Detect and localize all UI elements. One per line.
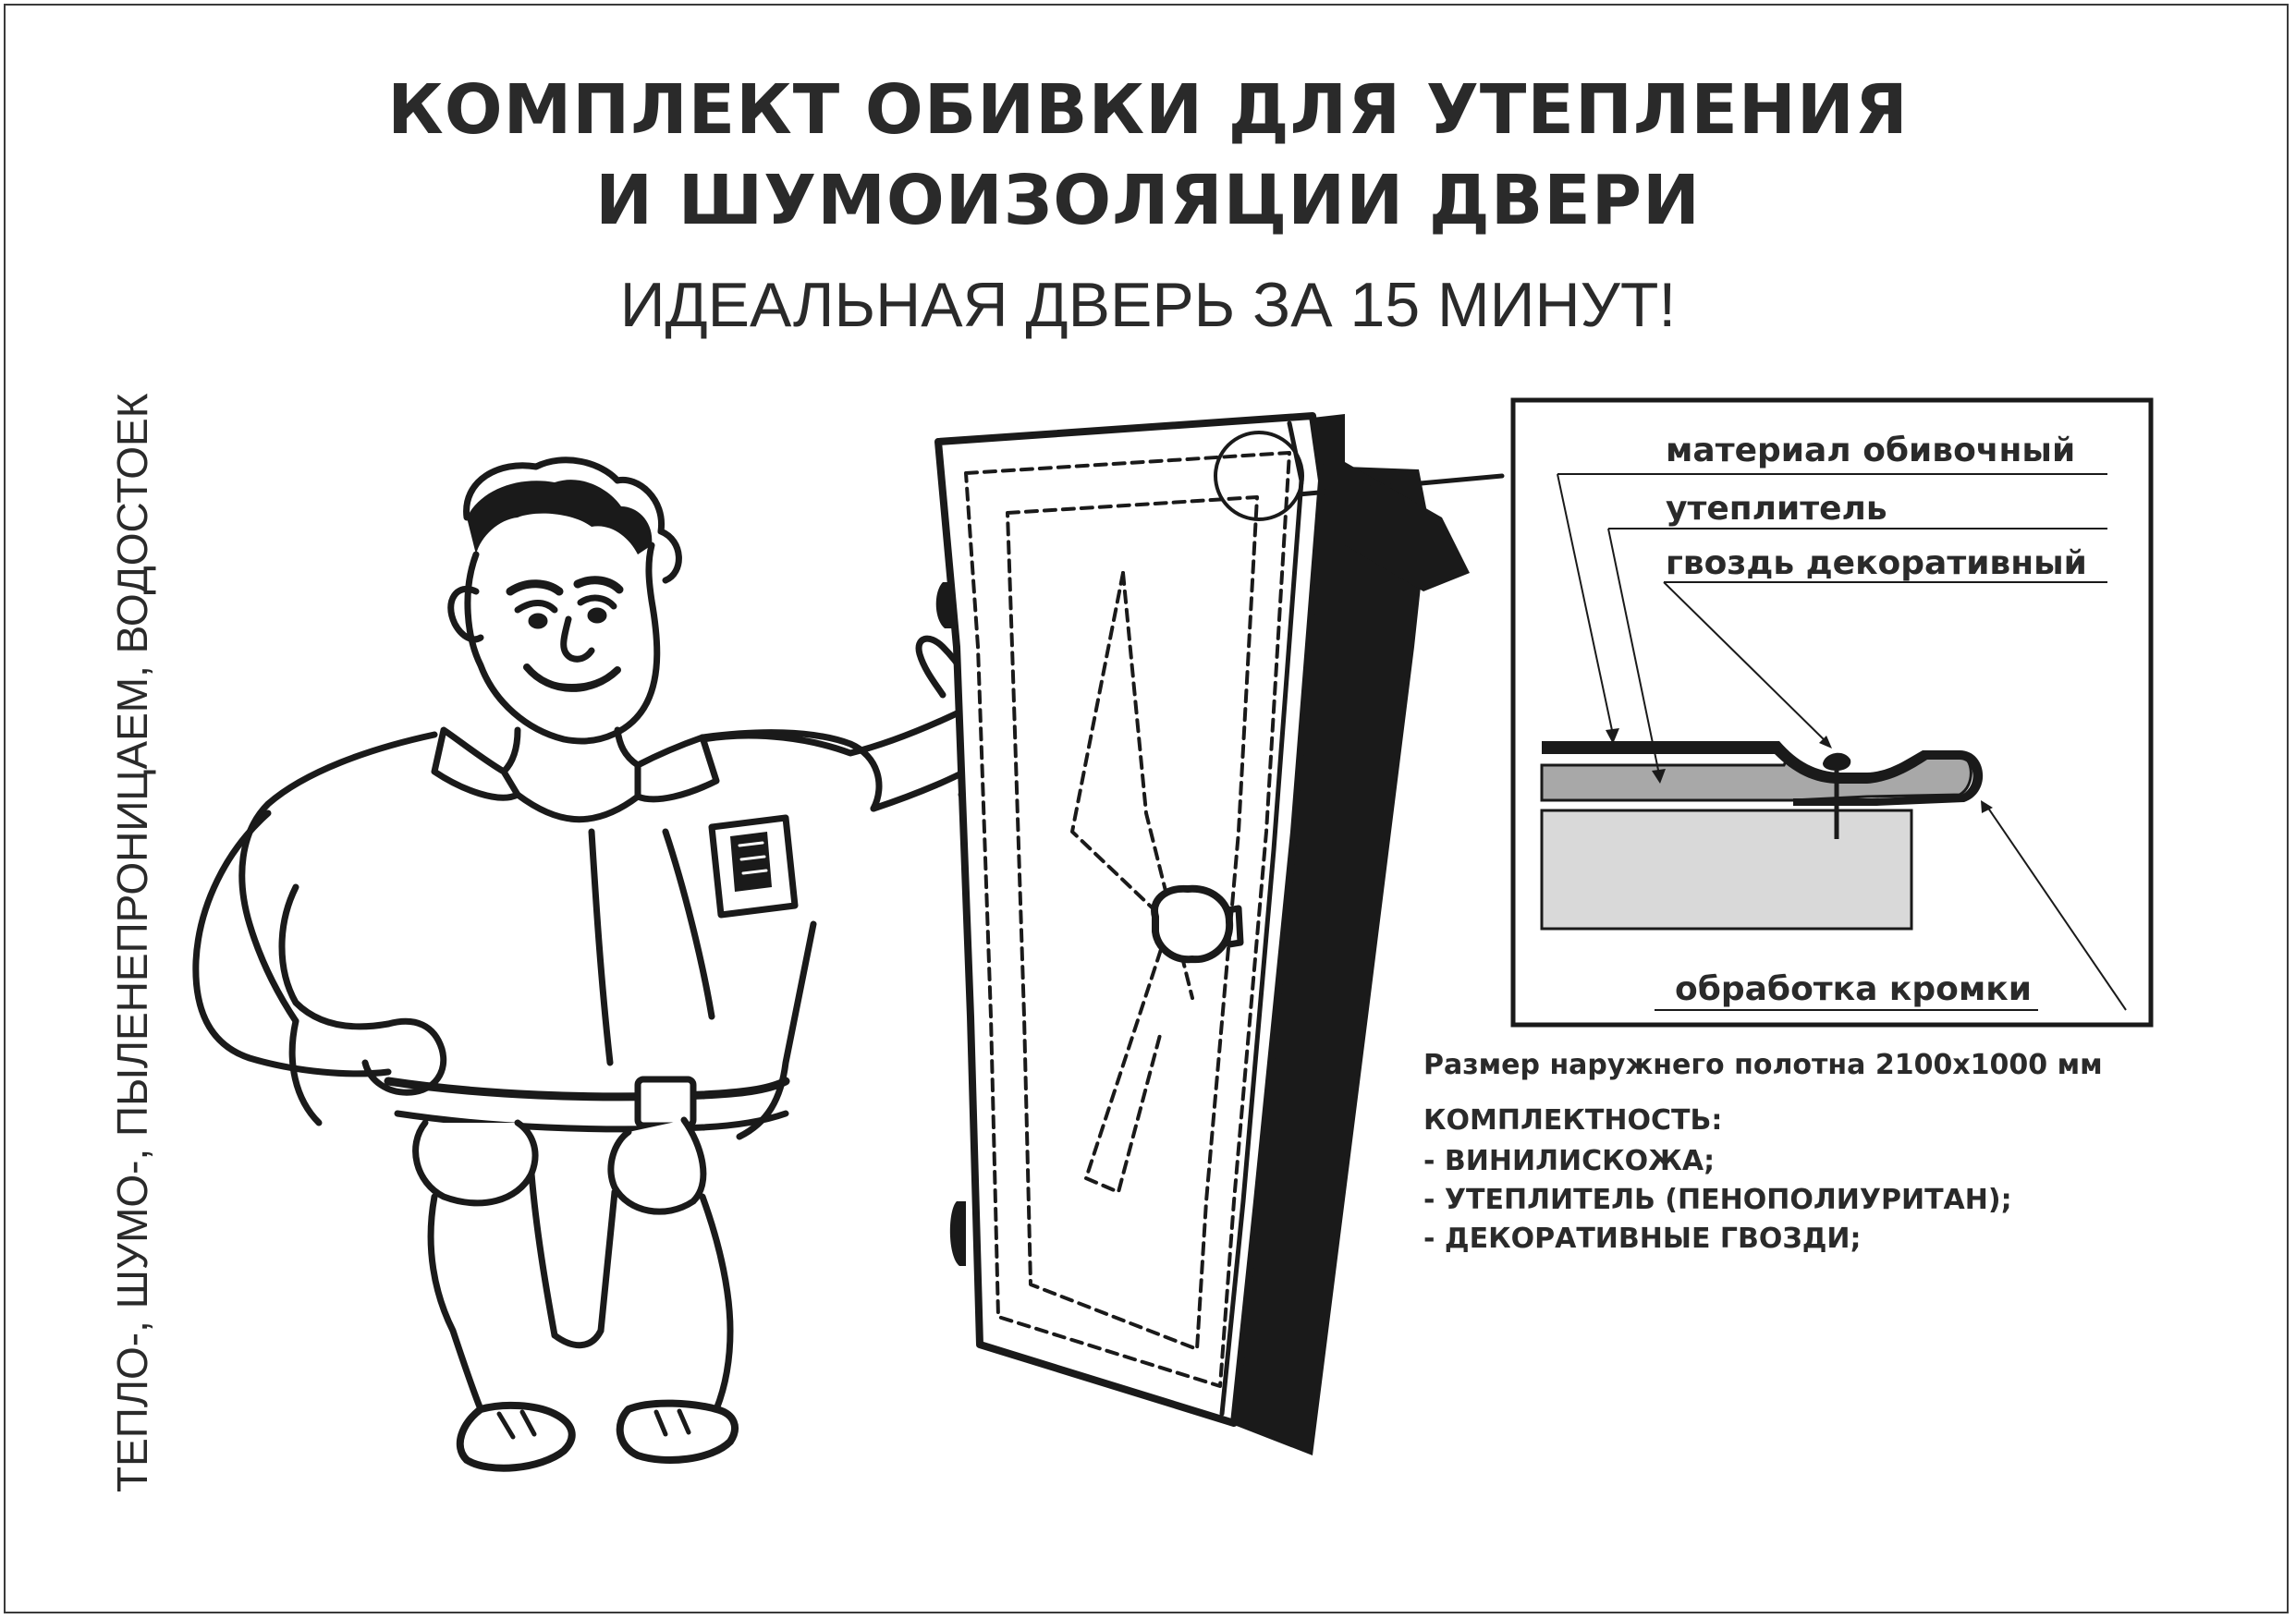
page-frame — [4, 4, 2289, 1613]
label-edge-processing: обработка кромки — [1675, 970, 2032, 1008]
handyman-illustration — [192, 456, 1035, 1472]
kit-item-vinyl: - ВИНИЛИСКОЖА; — [1423, 1145, 1716, 1177]
title-line-2: И ШУМОИЗОЛЯЦИИ ДВЕРИ — [595, 161, 1701, 240]
kit-item-insulation: - УТЕПЛИТЕЛЬ (ПЕНОПОЛИУРИТАН); — [1423, 1184, 2012, 1216]
door-illustration — [934, 412, 1505, 1455]
label-decorative-nail: гвоздь декоративный — [1666, 544, 2087, 582]
label-material: материал обивочный — [1666, 432, 2076, 469]
kit-item-nails: - ДЕКОРАТИВНЫЕ ГВОЗДИ; — [1423, 1223, 1862, 1255]
door-upholstery-cross-section — [1510, 397, 2154, 1028]
kit-list: - ВИНИЛИСКОЖА; - УТЕПЛИТЕЛЬ (ПЕНОПОЛИУРИ… — [1423, 1148, 2012, 1264]
subtitle: ИДЕАЛЬНАЯ ДВЕРЬ ЗА 15 МИНУТ! — [619, 270, 1677, 340]
kit-title: КОМПЛЕКТНОСТЬ: — [1423, 1104, 1723, 1137]
label-insulation: утеплитель — [1666, 490, 1887, 528]
panel-size-text: Размер наружнего полотна 2100х1000 мм — [1423, 1049, 2103, 1081]
title-line-1: КОМПЛЕКТ ОБИВКИ ДЛЯ УТЕПЛЕНИЯ — [387, 70, 1909, 150]
